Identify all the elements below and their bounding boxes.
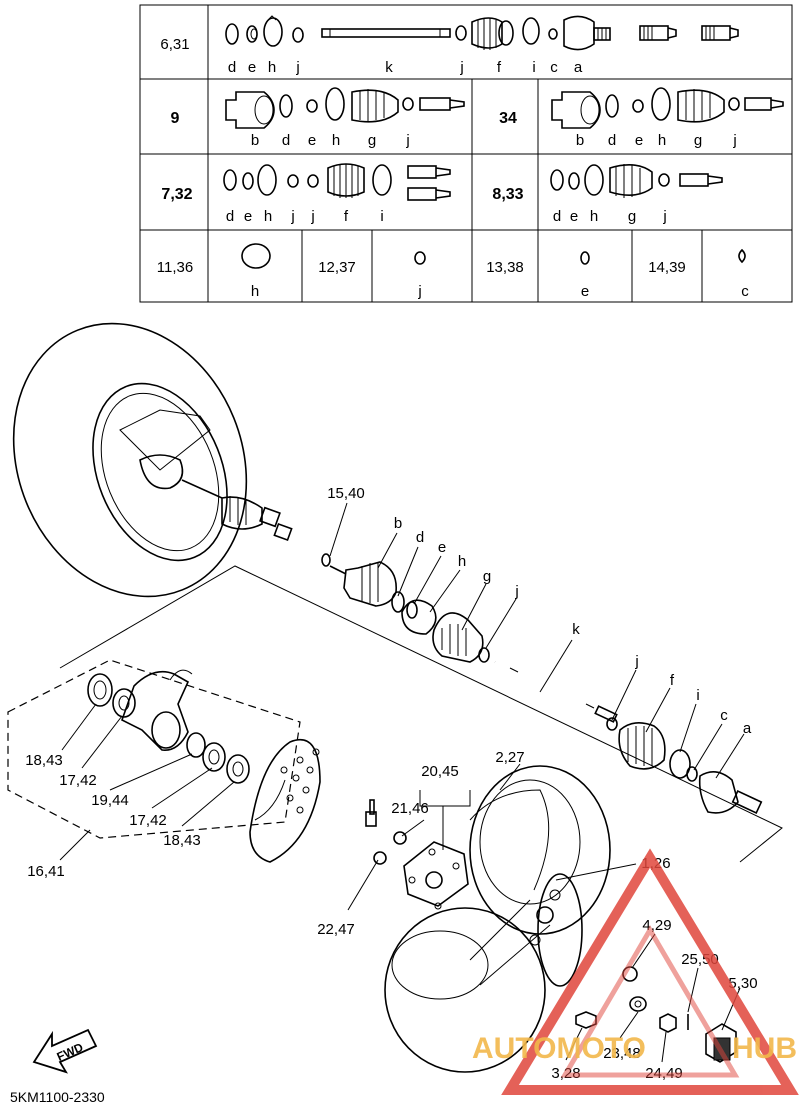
wheel-tire-left (12, 322, 293, 598)
row2-left-letter-j: j (405, 132, 409, 149)
row3-left-letter-j: j (290, 208, 294, 225)
brake-disc (249, 739, 321, 863)
callout-i: i (696, 687, 699, 704)
row2-left-letter-b: b (251, 132, 259, 149)
callout-15-40: 15,40 (327, 485, 365, 502)
callout-20-45: 20,45 (421, 763, 459, 780)
row3-left-letter-i: i (380, 208, 383, 225)
row1-letter-k: k (385, 59, 393, 76)
row1-letter-d: d (228, 59, 236, 76)
drive-shaft (321, 553, 763, 814)
row4-letter-h: h (251, 283, 259, 300)
table-ref-9: 9 (171, 110, 180, 127)
callout-16-41: 16,41 (27, 863, 65, 880)
row3-right-letter-j: j (662, 208, 666, 225)
main-drawing: 15,40 b d e h g j k j f i c a 18,43 17,4… (7, 322, 783, 1082)
row2-right-letter-j: j (732, 132, 736, 149)
row3-left-letter-e: e (244, 208, 252, 225)
row3-right-letter-g: g (628, 208, 636, 225)
row1-letter-j2: j (459, 59, 463, 76)
row2-left-letter-h: h (332, 132, 340, 149)
row4-part-j (414, 251, 426, 265)
table-ref-12-37: 12,37 (318, 259, 356, 276)
row2-right-letter-d: d (608, 132, 616, 149)
table-ref-8-33: 8,33 (492, 186, 523, 203)
watermark-text-b: HUB (732, 1032, 797, 1065)
row3-right-letter-e: e (570, 208, 578, 225)
row3-right-letter-h: h (590, 208, 598, 225)
row2-right-letter-b: b (576, 132, 584, 149)
table-ref-6-31: 6,31 (160, 36, 189, 53)
row2-left-letter-g: g (368, 132, 376, 149)
callout-23-48: 23,48 (603, 1045, 641, 1062)
row1-parts-drawing (225, 15, 739, 51)
row4-letter-e: e (581, 283, 589, 300)
row3-left-letter-d: d (226, 208, 234, 225)
callout-21-46: 21,46 (391, 800, 429, 817)
row4-part-h (241, 243, 271, 269)
callout-j-upper: j (514, 583, 518, 600)
callout-f: f (670, 672, 675, 689)
callout-a: a (743, 720, 752, 737)
diagram-code: 5KM1100-2330 (10, 1089, 105, 1105)
callout-18-43-a: 18,43 (25, 752, 63, 769)
callout-e: e (438, 539, 446, 556)
fwd-arrow: FWD (32, 1028, 98, 1074)
callout-g: g (483, 568, 491, 585)
callout-c: c (720, 707, 728, 724)
row3-left-letter-j2: j (310, 208, 314, 225)
row2-right-letter-e: e (635, 132, 643, 149)
callout-d: d (416, 529, 424, 546)
row4-part-c (738, 248, 746, 264)
callout-19-44: 19,44 (91, 792, 129, 809)
row3-left-parts-drawing (223, 163, 451, 201)
table-ref-13-38: 13,38 (486, 259, 524, 276)
parts-kit-table: 6,31 d e h (139, 4, 793, 303)
callout-j-lower: j (634, 653, 638, 670)
table-ref-11-36: 11,36 (157, 259, 193, 276)
row4-letter-c: c (741, 283, 749, 300)
watermark-logo (501, 848, 799, 1095)
row3-right-letter-d: d (553, 208, 561, 225)
row2-right-letter-g: g (694, 132, 702, 149)
callout-22-47: 22,47 (317, 921, 355, 938)
table-ref-34: 34 (499, 110, 517, 127)
callout-17-42-b: 17,42 (129, 812, 167, 829)
callout-b: b (394, 515, 402, 532)
row2-left-parts-drawing (225, 87, 465, 129)
row1-letter-e: e (248, 59, 256, 76)
knuckle-dashed-outline (7, 659, 301, 839)
row3-left-letter-f: f (344, 208, 349, 225)
row3-left-letter-h: h (264, 208, 272, 225)
row1-letter-i: i (532, 59, 535, 76)
row2-left-letter-d: d (282, 132, 290, 149)
row4-letter-j: j (417, 283, 421, 300)
callout-5-30: 5,30 (728, 975, 757, 992)
row2-right-parts-drawing (551, 87, 784, 129)
row2-left-letter-e: e (308, 132, 316, 149)
callout-17-42-a: 17,42 (59, 772, 97, 789)
table-ref-14-39: 14,39 (648, 259, 686, 276)
row1-letter-f: f (497, 59, 502, 76)
hub-assembly (365, 799, 469, 910)
row3-right-parts-drawing (550, 164, 723, 198)
callout-leaders (59, 502, 745, 1063)
watermark-text-a: AUTOMOTO (472, 1032, 646, 1065)
row1-letter-c: c (550, 59, 558, 76)
table-ref-7-32: 7,32 (161, 186, 192, 203)
row1-letter-h: h (268, 59, 276, 76)
shaft-assembly-outline (59, 565, 783, 863)
knuckle-assembly (87, 669, 250, 784)
callout-h: h (458, 553, 466, 570)
callout-k: k (572, 621, 580, 638)
row2-right-letter-h: h (658, 132, 666, 149)
row1-letter-a: a (574, 59, 583, 76)
row1-letter-j: j (295, 59, 299, 76)
callout-18-43-b: 18,43 (163, 832, 201, 849)
row4-part-e (580, 251, 590, 265)
wheel-rim-right (384, 765, 611, 1073)
callout-2-27: 2,27 (495, 749, 524, 766)
